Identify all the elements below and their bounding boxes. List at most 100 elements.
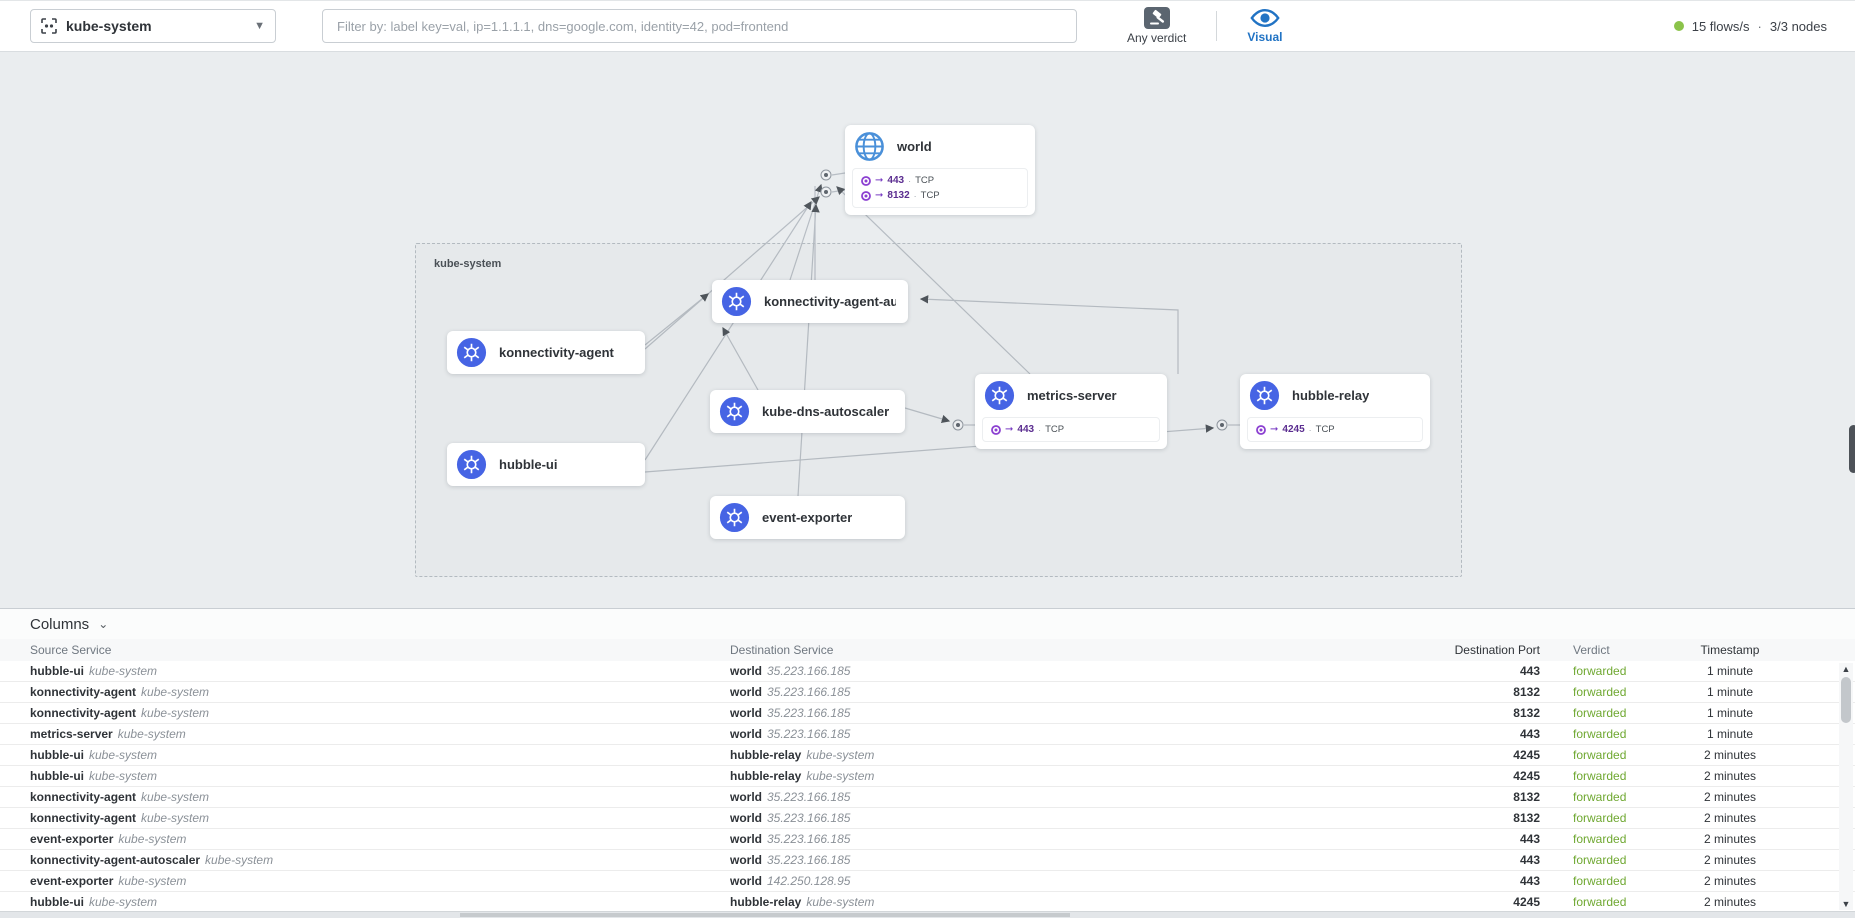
header-verdict[interactable]: Verdict xyxy=(1573,643,1610,657)
port-shield-icon xyxy=(991,424,1001,435)
destination-detail: 35.223.166.185 xyxy=(767,853,851,867)
destination-port-value: 8132 xyxy=(1513,811,1540,825)
visual-view-toggle[interactable]: Visual xyxy=(1247,8,1283,44)
service-node-hubble-ui[interactable]: hubble-ui xyxy=(447,443,645,486)
namespace-group-label: kube-system xyxy=(434,258,502,270)
connection-status: 15 flows/s · 3/3 nodes xyxy=(1673,18,1827,34)
columns-dropdown[interactable]: Columns xyxy=(30,615,90,633)
service-node-metrics-server[interactable]: metrics-server ➞ 443 · TCP xyxy=(975,374,1167,449)
verdict-value: forwarded xyxy=(1573,811,1627,825)
destination-detail: 35.223.166.185 xyxy=(767,664,851,678)
chevron-down-icon[interactable]: ⌄ xyxy=(98,617,109,631)
port-shield-icon xyxy=(861,190,871,201)
chevron-down-icon: ▼ xyxy=(254,20,265,32)
scrollbar-thumb[interactable] xyxy=(1841,677,1851,723)
destination-port-value: 443 xyxy=(1519,874,1540,888)
destination-service-name: world xyxy=(730,685,762,699)
flows-panel: Columns ⌄ Source Service Destination Ser… xyxy=(0,608,1855,918)
source-service-name: konnectivity-agent xyxy=(30,790,137,804)
verdict-value: forwarded xyxy=(1573,874,1627,888)
source-service-name: metrics-server xyxy=(30,727,113,741)
destination-detail: kube-system xyxy=(806,895,875,909)
verdict-filter-button[interactable]: Any verdict xyxy=(1127,7,1186,45)
service-node-konnectivity-agent-autoscaler[interactable]: konnectivity-agent-autosc… xyxy=(712,280,908,323)
timestamp-value: 2 minutes xyxy=(1703,853,1757,867)
service-node-world[interactable]: world ➞ 443 · TCP ➞ 8132 · TCP xyxy=(845,125,1035,215)
timestamp-value: 2 minutes xyxy=(1703,811,1757,825)
flows-horizontal-scrollbar[interactable] xyxy=(0,911,1855,918)
source-service-name: hubble-ui xyxy=(30,895,84,909)
destination-service-name: world xyxy=(730,811,762,825)
arrow-right-icon: ➞ xyxy=(875,190,884,201)
header-source-service[interactable]: Source Service xyxy=(30,643,112,657)
flow-filter-input[interactable] xyxy=(322,9,1077,43)
timestamp-value: 1 minute xyxy=(1706,706,1754,720)
destination-port-value: 443 xyxy=(1519,727,1540,741)
kubernetes-icon xyxy=(718,395,751,428)
destination-port-value: 443 xyxy=(1519,853,1540,867)
visual-view-label: Visual xyxy=(1247,30,1283,44)
namespace-selector[interactable]: kube-system ▼ xyxy=(30,9,276,43)
timestamp-value: 2 minutes xyxy=(1703,832,1757,846)
service-node-event-exporter[interactable]: event-exporter xyxy=(710,496,905,539)
source-namespace: kube-system xyxy=(141,790,210,804)
scrollbar-track[interactable] xyxy=(1839,675,1853,898)
source-service-name: event-exporter xyxy=(30,874,114,888)
destination-port-value: 4245 xyxy=(1513,748,1540,762)
destination-service-name: world xyxy=(730,853,762,867)
destination-port-value: 443 xyxy=(1519,832,1540,846)
horizontal-scrollbar-thumb[interactable] xyxy=(460,913,1070,917)
port-row[interactable]: ➞ 443 · TCP xyxy=(861,173,1019,188)
destination-detail: 35.223.166.185 xyxy=(767,832,851,846)
port-row[interactable]: ➞ 443 · TCP xyxy=(991,422,1151,437)
kubernetes-icon xyxy=(1248,379,1281,412)
flows-rate: 15 flows/s xyxy=(1691,18,1750,34)
port-shield-icon xyxy=(1256,424,1266,435)
verdict-value: forwarded xyxy=(1573,832,1627,846)
verdict-value: forwarded xyxy=(1573,706,1627,720)
topbar-divider xyxy=(1216,11,1218,41)
scroll-down-icon[interactable]: ▼ xyxy=(1841,899,1851,909)
header-timestamp[interactable]: Timestamp xyxy=(1700,643,1760,657)
header-destination-service[interactable]: Destination Service xyxy=(730,643,834,657)
destination-service-name: world xyxy=(730,832,762,846)
source-namespace: kube-system xyxy=(89,748,158,762)
service-node-kube-dns-autoscaler[interactable]: kube-dns-autoscaler xyxy=(710,390,905,433)
destination-port-value: 4245 xyxy=(1513,895,1540,909)
eye-icon xyxy=(1250,8,1280,28)
namespace-selected-value: kube-system xyxy=(66,18,152,34)
source-namespace: kube-system xyxy=(89,664,158,678)
destination-detail: 35.223.166.185 xyxy=(767,811,851,825)
flows-vertical-scrollbar[interactable]: ▲ ▼ xyxy=(1839,663,1853,910)
map-scrollbar-thumb[interactable] xyxy=(1849,425,1855,473)
port-row[interactable]: ➞ 8132 · TCP xyxy=(861,188,1019,203)
header-destination-port[interactable]: Destination Port xyxy=(1454,643,1540,657)
destination-detail: 142.250.128.95 xyxy=(767,874,851,888)
timestamp-value: 1 minute xyxy=(1706,727,1754,741)
scroll-up-icon[interactable]: ▲ xyxy=(1841,664,1851,674)
status-dot-icon xyxy=(1673,21,1684,31)
verdict-value: forwarded xyxy=(1573,895,1627,909)
source-service-name: konnectivity-agent xyxy=(30,706,137,720)
verdict-value: forwarded xyxy=(1573,853,1627,867)
service-map[interactable]: kube-system world ➞ 443 · TCP xyxy=(0,52,1855,608)
arrow-right-icon: ➞ xyxy=(1270,424,1279,435)
service-node-hubble-relay[interactable]: hubble-relay ➞ 4245 · TCP xyxy=(1240,374,1430,449)
service-node-konnectivity-agent[interactable]: konnectivity-agent xyxy=(447,331,645,374)
source-service-name: konnectivity-agent-autoscaler xyxy=(30,853,201,867)
destination-service-name: world xyxy=(730,790,762,804)
destination-service-name: world xyxy=(730,727,762,741)
port-row[interactable]: ➞ 4245 · TCP xyxy=(1256,422,1414,437)
